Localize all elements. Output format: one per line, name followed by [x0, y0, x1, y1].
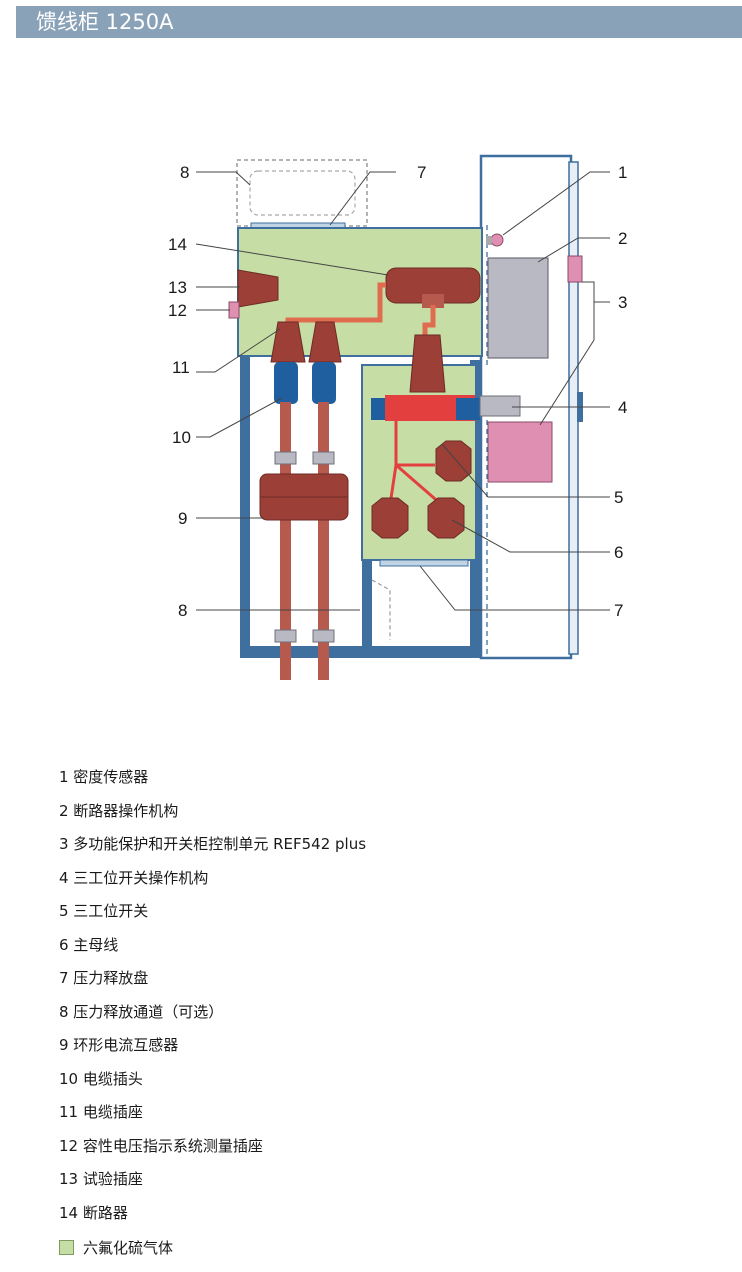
callout-2: 2: [618, 229, 627, 248]
bushing-to-busbar: [409, 334, 446, 393]
legend-gas-label: 六氟化硫气体: [83, 1238, 174, 1257]
legend-item-11: 11 电缆插座: [59, 1103, 143, 1121]
legend-item-7: 7 压力释放盘: [59, 969, 149, 987]
callout-6: 6: [614, 543, 623, 562]
density-sensor: [490, 233, 504, 247]
cable-socket-1: [270, 321, 306, 363]
cable-clamp-bottom-1: [274, 629, 297, 643]
legend-item-10: 10 电缆插头: [59, 1069, 143, 1088]
cable-1: [280, 402, 291, 680]
relief-disk-bottom: [379, 559, 469, 567]
legend-item-8: 8 压力释放通道（可选）: [59, 1002, 224, 1021]
middle-post: [362, 560, 372, 648]
legend-item-12: 12 容性电压指示系统测量插座: [59, 1136, 263, 1155]
legend-item-14: 14 断路器: [59, 1203, 128, 1222]
legend-item-6: 6 主母线: [59, 935, 119, 954]
callout-12: 12: [168, 301, 187, 320]
callout-13: 13: [168, 278, 187, 297]
callout-10: 10: [172, 428, 191, 447]
legend-item-4: 4 三工位开关操作机构: [59, 868, 209, 887]
sf6-gas-swatch: [59, 1239, 74, 1255]
cable-compartment-frame: [240, 355, 250, 658]
main-busbar-1: [435, 440, 472, 482]
legend-item-3: 3 多功能保护和开关柜控制单元 REF542 plus: [59, 835, 367, 853]
cable-2: [318, 402, 329, 680]
callout-9: 9: [178, 509, 187, 528]
switch-insulator-right: [456, 398, 480, 420]
breaker-mechanism: [487, 257, 549, 359]
main-busbar-2: [371, 497, 409, 539]
switch-insulator-left: [371, 398, 385, 420]
cable-clamp-bottom-2: [312, 629, 335, 643]
relief-duct-bottom: [371, 579, 391, 640]
legend-item-1: 1 密度传感器: [59, 768, 149, 786]
legend-item-13: 13 试验插座: [59, 1170, 143, 1188]
relief-duct-top: [236, 159, 368, 227]
relief-duct-top-inner: [249, 170, 356, 216]
ref542-unit: [567, 255, 583, 283]
callout-14: 14: [168, 235, 187, 254]
legend-item-9: 9 环形电流互感器: [59, 1036, 179, 1054]
callout-3: 3: [618, 293, 627, 312]
test-socket: [237, 269, 279, 308]
breaker-contact: [422, 294, 444, 308]
cable-clamp-top-1: [274, 451, 297, 465]
cable-plug-2: [312, 362, 336, 404]
callout-1: 1: [618, 163, 627, 182]
leader-lines: [195, 171, 610, 611]
legend-item-2: 2 断路器操作机构: [59, 801, 179, 820]
cable-plug-1: [274, 362, 298, 404]
callout-4: 4: [618, 398, 627, 417]
legend: 1 密度传感器 2 断路器操作机构 3 多功能保护和开关柜控制单元 REF542…: [59, 766, 659, 1259]
switch-operating-mechanism: [479, 395, 521, 417]
main-busbar-3: [427, 497, 465, 539]
legend-item-5: 5 三工位开关: [59, 902, 149, 920]
cable-socket-2: [308, 321, 342, 363]
callout-5: 5: [614, 488, 623, 507]
control-unit-box: [487, 421, 553, 483]
callout-8-top: 8: [180, 163, 189, 182]
callout-7-top: 7: [417, 163, 426, 182]
page-title: 馈线柜 1250A: [36, 10, 174, 34]
density-sensor-mount: [486, 236, 492, 245]
callout-11: 11: [172, 358, 190, 377]
voltage-socket: [228, 301, 240, 319]
title-bar: 馈线柜 1250A: [16, 6, 742, 38]
switchgear-diagram: 8 7 1 2 3 4 5 6 7 8 9 10 11 12 13 14: [168, 154, 627, 680]
cable-clamp-top-2: [312, 451, 335, 465]
legend-gas-row: 六氟化硫气体: [59, 1235, 659, 1259]
callout-7-bottom: 7: [614, 601, 623, 620]
lv-door: [568, 161, 579, 655]
bottom-frame: [240, 646, 482, 658]
callout-8-bottom: 8: [178, 601, 187, 620]
